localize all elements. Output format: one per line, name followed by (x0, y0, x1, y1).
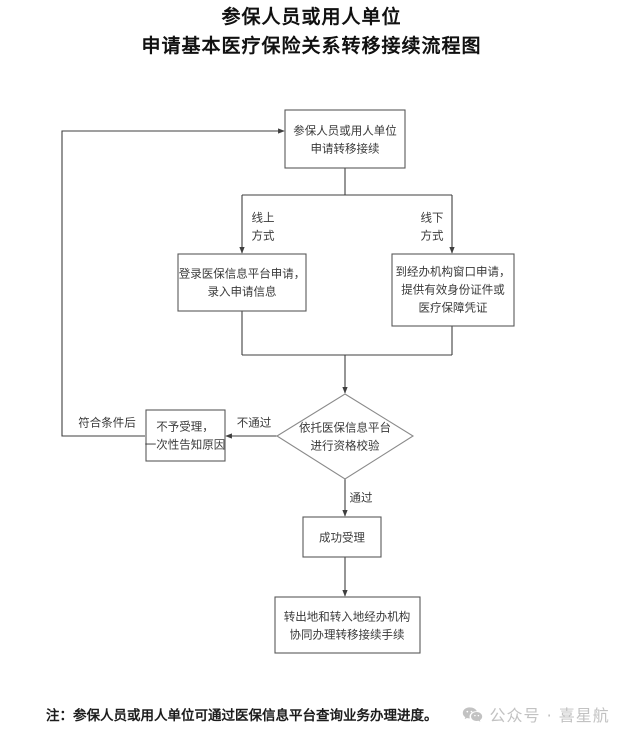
node-start-line-2: 申请转移接续 (311, 142, 380, 156)
node-online-line-1: 登录医保信息平台申请， (179, 267, 306, 281)
edge-label-requalify-text: 符合条件后 (78, 416, 136, 430)
node-finish-shape (274, 596, 421, 654)
node-start-line-1: 参保人员或用人单位 (293, 124, 397, 138)
edge-label-offline-branch-line-1: 线下 (421, 211, 444, 225)
node-reject: 不予受理， 一次性告知原因 (145, 409, 226, 462)
edge-label-offline-branch: 线下 方式 (421, 211, 444, 243)
wechat-icon (462, 706, 482, 722)
node-offline-line-3: 医疗保障凭证 (419, 301, 488, 315)
footer-note: 注：参保人员或用人单位可通过医保信息平台查询业务办理进度。 (46, 708, 438, 723)
node-offline-line-1: 到经办机构窗口申请， (396, 265, 511, 279)
node-accept: 成功受理 (302, 516, 382, 558)
node-offline-shape (391, 253, 515, 327)
node-start: 参保人员或用人单位 申请转移接续 (284, 109, 406, 169)
title-line-2: 申请基本医疗保险关系转移接续流程图 (141, 35, 482, 57)
node-finish-line-1: 转出地和转入地经办机构 (284, 610, 411, 624)
node-finish-line-2: 协同办理转移接续手续 (290, 628, 405, 642)
node-verify: 依托医保信息平台 进行资格校验 (275, 393, 415, 480)
node-verify-line-1: 依托医保信息平台 (299, 421, 391, 435)
node-online-shape (177, 253, 307, 312)
node-reject-shape (145, 409, 226, 462)
edge-label-online-branch-line-1: 线上 (252, 211, 275, 225)
edge-label-requalify: 符合条件后 (78, 416, 136, 430)
node-accept-shape (302, 516, 382, 558)
edge-label-online-branch-line-2: 方式 (252, 229, 275, 243)
edge-label-offline-branch-line-2: 方式 (421, 229, 444, 243)
node-verify-shape (275, 393, 415, 480)
node-start-shape (284, 109, 406, 169)
watermark: 公众号 · 喜星航 (462, 702, 610, 726)
node-reject-line-1: 不予受理， (156, 420, 214, 434)
watermark-text: 公众号 · 喜星航 (489, 706, 610, 725)
edge-label-fail-text: 不通过 (237, 416, 272, 430)
title-line-1: 参保人员或用人单位 (221, 7, 402, 28)
edge-label-fail: 不通过 (237, 416, 272, 430)
node-online-line-2: 录入申请信息 (208, 285, 277, 299)
page-title: 参保人员或用人单位 申请基本医疗保险关系转移接续流程图 (0, 8, 623, 57)
node-offline: 到经办机构窗口申请， 提供有效身份证件或 医疗保障凭证 (391, 253, 515, 327)
node-reject-line-2: 一次性告知原因 (145, 438, 226, 452)
edge-reject-to-start-loop (61, 128, 285, 437)
footer: 注：参保人员或用人单位可通过医保信息平台查询业务办理进度。 公众号 · 喜星航 (0, 702, 623, 726)
edge-label-pass-text: 通过 (350, 491, 373, 505)
edge-label-pass: 通过 (350, 491, 373, 505)
edge-label-online-branch: 线上 方式 (252, 211, 275, 243)
node-accept-line-1: 成功受理 (319, 531, 365, 545)
node-finish: 转出地和转入地经办机构 协同办理转移接续手续 (274, 596, 421, 654)
node-verify-line-2: 进行资格校验 (311, 439, 380, 453)
node-online: 登录医保信息平台申请， 录入申请信息 (177, 253, 307, 312)
node-offline-line-2: 提供有效身份证件或 (401, 283, 505, 297)
